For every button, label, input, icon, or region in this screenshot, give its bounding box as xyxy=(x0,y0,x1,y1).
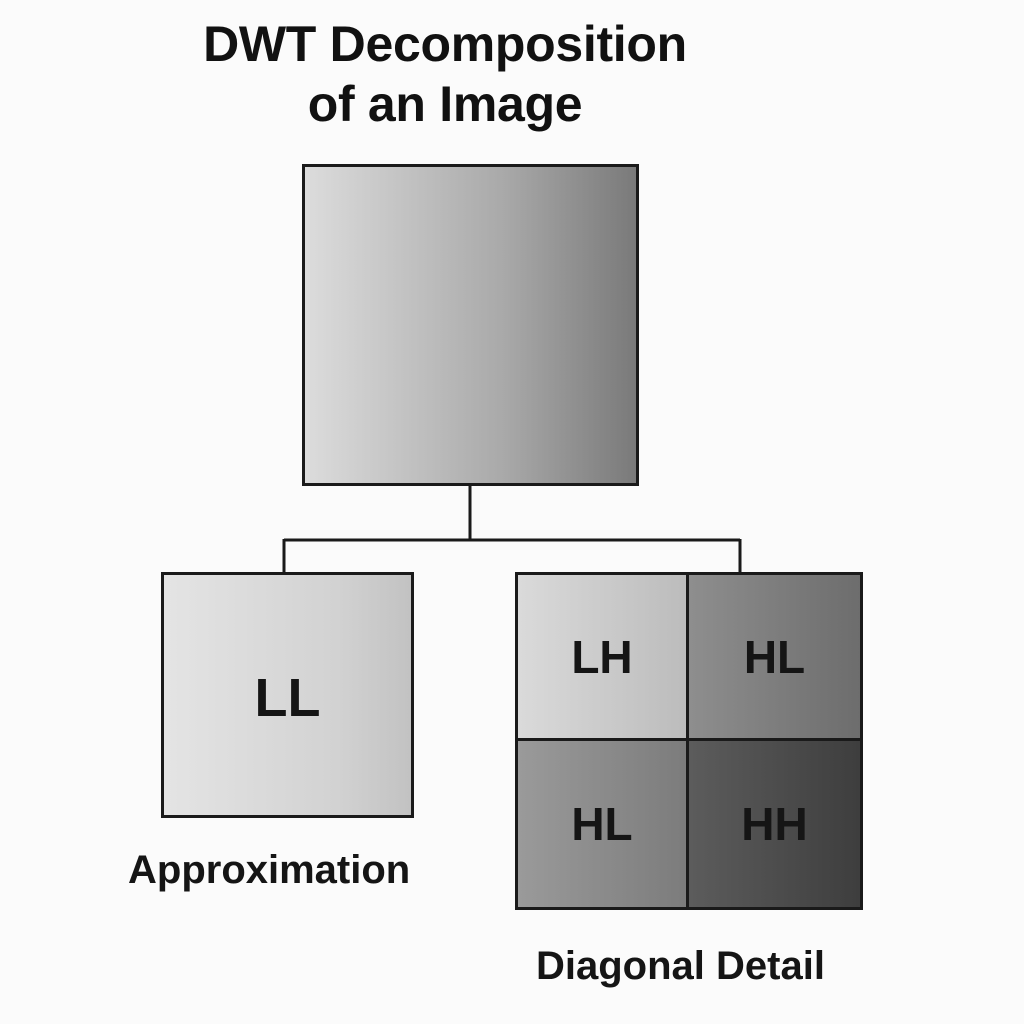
diagram-title-line-2: of an Image xyxy=(307,76,583,132)
hl-subband-top: HL xyxy=(689,575,860,741)
original-image-box xyxy=(302,164,639,486)
hh-label: HH xyxy=(741,798,808,850)
diagram-title: DWT Decomposition of an Image xyxy=(120,14,770,134)
hl-label-bottom: HL xyxy=(571,798,633,850)
diagram-title-line-1: DWT Decomposition xyxy=(203,16,687,72)
diagonal-detail-caption: Diagonal Detail xyxy=(536,944,825,988)
lh-label: LH xyxy=(571,630,633,683)
ll-subband-box: LL xyxy=(161,572,414,818)
approximation-caption: Approximation xyxy=(128,848,411,892)
hl-subband-bottom: HL xyxy=(518,741,689,907)
hh-subband: HH xyxy=(689,741,860,907)
hl-label-top: HL xyxy=(743,630,806,683)
ll-label: LL xyxy=(254,668,321,728)
lh-subband: LH xyxy=(518,575,689,741)
detail-subbands-grid: LH HL HL HH xyxy=(515,572,863,910)
